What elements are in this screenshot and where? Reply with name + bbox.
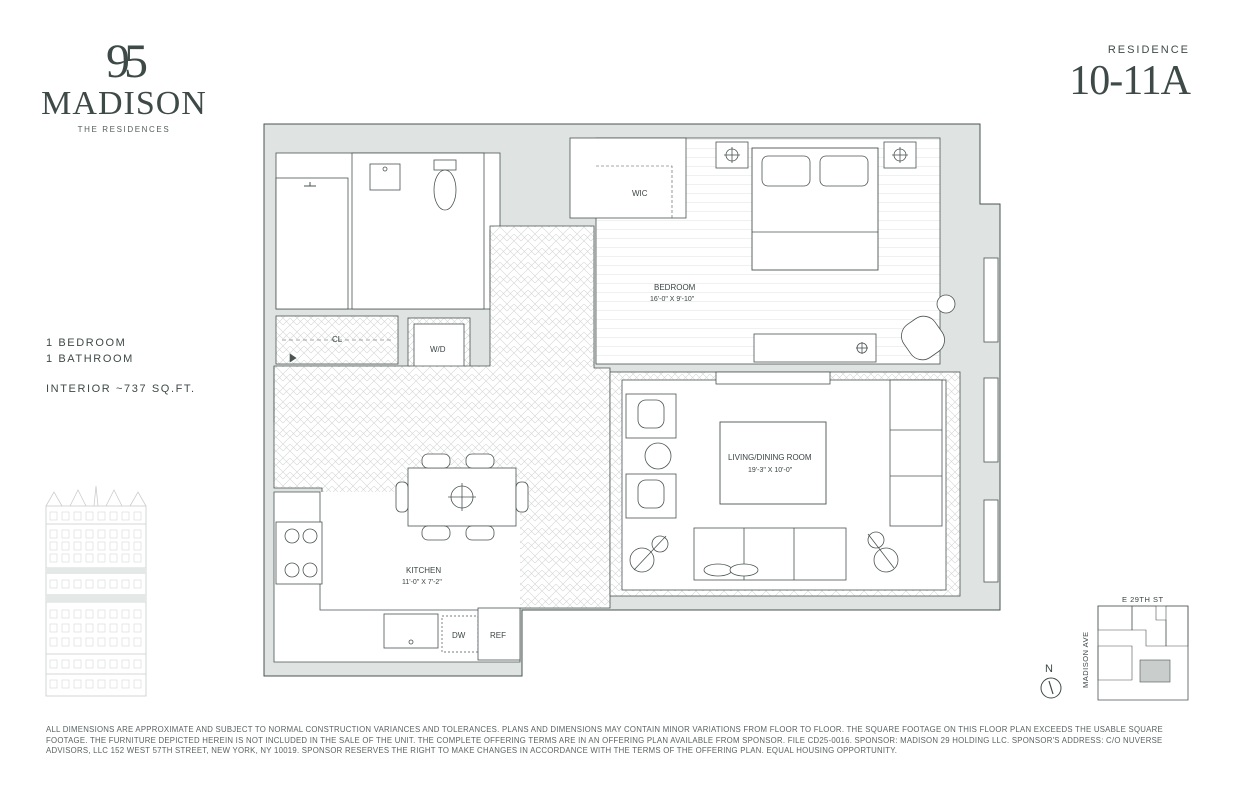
cooktop xyxy=(275,521,323,585)
room-dims-kitchen: 11'-0" X 7'-2" xyxy=(402,579,442,586)
bedroom-desk xyxy=(753,333,877,363)
bed xyxy=(751,147,879,271)
key-map: E 29TH ST MADISON AVE xyxy=(1081,595,1189,701)
room-label-kitchen: KITCHEN xyxy=(406,566,441,575)
nightstands xyxy=(715,141,917,169)
floor-plan: WIC BEDROOM 16'-0" X 9'-10" CL W/D LIVIN… xyxy=(263,123,1001,677)
sofa-right xyxy=(889,379,943,527)
living-armchairs xyxy=(625,393,677,519)
interior-area: INTERIOR ~737 SQ.FT. xyxy=(46,383,196,395)
brand-number: 95 xyxy=(106,35,148,88)
brand-name: MADISON xyxy=(41,85,207,122)
legal-disclaimer: ALL DIMENSIONS ARE APPROXIMATE AND SUBJE… xyxy=(46,725,1163,755)
floor-lamps xyxy=(629,531,899,573)
room-label-living: LIVING/DINING ROOM xyxy=(728,453,812,462)
street-label: E 29TH ST xyxy=(1122,595,1164,604)
brand-subtitle: THE RESIDENCES xyxy=(77,125,171,134)
room-label-closet: CL xyxy=(332,335,343,344)
label-refrigerator: REF xyxy=(490,631,506,640)
room-dims-bedroom: 16'-0" X 9'-10" xyxy=(650,296,695,303)
unit-location-marker xyxy=(1139,659,1171,683)
dishwasher xyxy=(441,615,479,653)
room-label-washer-dryer: W/D xyxy=(430,345,446,354)
bedroom-armchair xyxy=(901,294,956,361)
refrigerator xyxy=(477,607,521,661)
area-rug xyxy=(719,421,827,505)
compass-needle-icon xyxy=(1048,680,1054,695)
kitchen-sink xyxy=(383,613,439,649)
dining-table xyxy=(395,453,529,541)
building-elevation-illustration xyxy=(45,485,147,697)
room-label-bedroom: BEDROOM xyxy=(654,283,696,292)
windows xyxy=(983,257,999,583)
avenue-label: MADISON AVE xyxy=(1081,631,1090,688)
bedroom-count: 1 BEDROOM xyxy=(46,337,127,349)
media-console xyxy=(715,371,831,385)
room-label-wic: WIC xyxy=(632,189,648,198)
label-dishwasher: DW xyxy=(452,631,466,640)
toilet xyxy=(433,159,457,171)
door-swings xyxy=(273,230,491,422)
room-dims-living: 19'-3" X 10'-0" xyxy=(748,467,793,474)
bathroom-count: 1 BATHROOM xyxy=(46,353,134,365)
walk-in-closet xyxy=(569,137,687,219)
sofa-bottom xyxy=(693,527,847,581)
shower xyxy=(275,177,349,310)
bathroom-sink xyxy=(369,163,401,191)
north-label: N xyxy=(1045,663,1053,675)
residence-label: RESIDENCE xyxy=(1107,44,1190,56)
residence-number: 10-11A xyxy=(1069,58,1191,104)
north-arrow: N xyxy=(1040,663,1062,699)
